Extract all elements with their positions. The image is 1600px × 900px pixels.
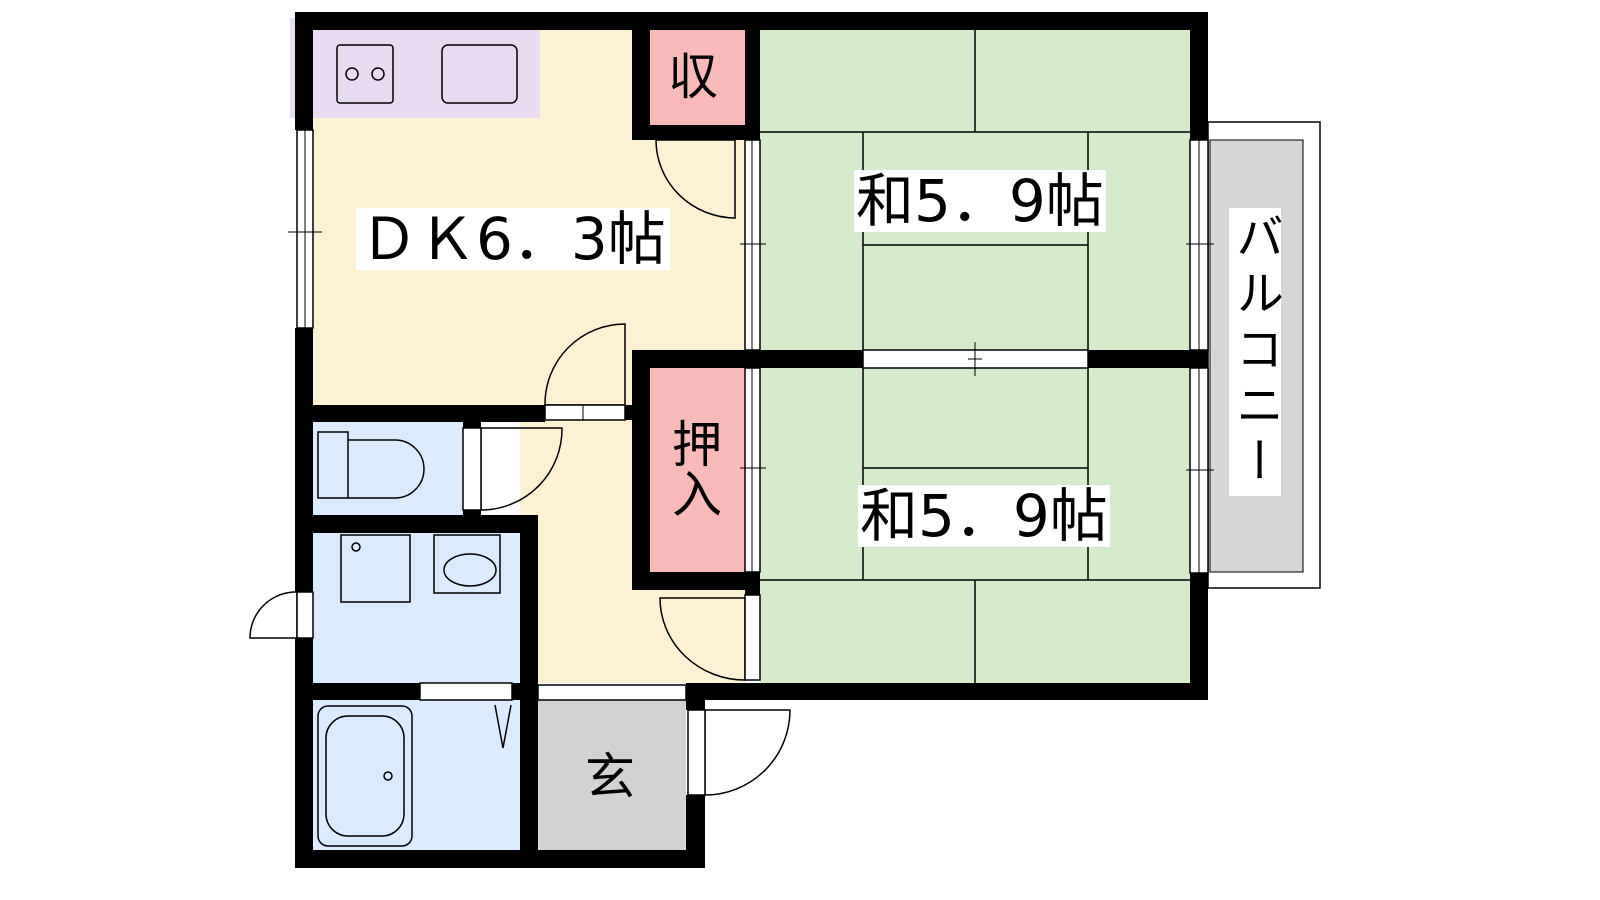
room-label-japanese-lower: 和5．9帖 — [858, 482, 1110, 550]
bathtub-icon — [317, 705, 413, 847]
bathroom — [313, 700, 520, 850]
toilet-icon — [317, 431, 349, 499]
toilet-room — [313, 422, 463, 515]
room-label-entrance: 玄 — [585, 748, 635, 806]
kitchen-counter — [290, 18, 540, 118]
room-label-storage: 収 — [668, 48, 718, 106]
dining-kitchen-area-upper — [540, 30, 640, 120]
washbasin-icon — [433, 534, 501, 594]
fixtures — [317, 44, 518, 847]
sink-icon — [441, 44, 518, 104]
entrance-area — [538, 700, 686, 850]
walls — [295, 12, 1208, 868]
stove-icon — [336, 44, 394, 104]
tatami-lines — [760, 30, 1190, 683]
room-label-balcony: バルコニー — [1227, 208, 1283, 496]
washroom — [313, 533, 520, 683]
room-label-dining-kitchen: ＤＫ6．3帖 — [356, 208, 670, 270]
room-label-japanese-upper: 和5．9帖 — [854, 167, 1106, 235]
window-ticks — [288, 130, 1214, 573]
room-label-closet: 押入 — [664, 418, 722, 518]
